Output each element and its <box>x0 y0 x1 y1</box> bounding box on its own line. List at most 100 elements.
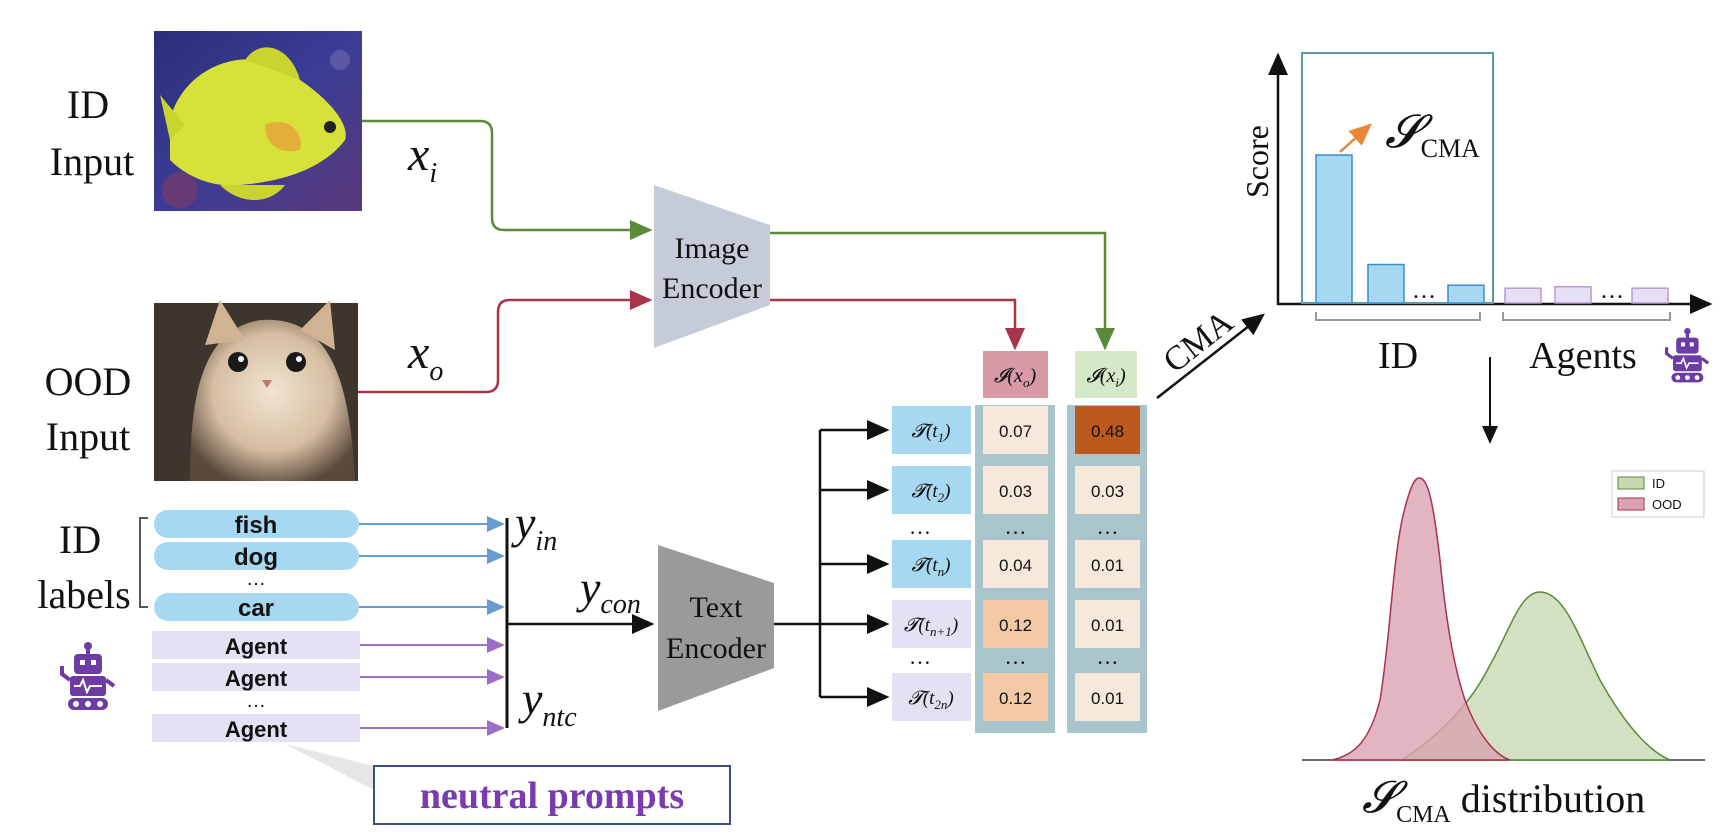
score-chart-ylabel: Score <box>1239 125 1275 198</box>
id-label-pill-car <box>154 593 359 621</box>
svg-text:yntc: yntc <box>518 673 577 733</box>
head-o-base: 𝓘(x <box>994 365 1023 387</box>
text-feature-box-3 <box>892 540 971 588</box>
svg-text:𝓘(xi): 𝓘(xi) <box>1086 365 1126 390</box>
cma-arrow-label: CMA <box>1157 303 1241 380</box>
head-i-sub: i <box>1115 375 1119 390</box>
distribution-plot: ID OOD 𝓢CMA distribution <box>1302 470 1705 828</box>
distribution-legend-id: ID <box>1652 476 1665 491</box>
score-chart-id-bracket <box>1315 312 1481 321</box>
score-value-i-4: 0.01 <box>1091 616 1124 635</box>
score-bar-id-1 <box>1315 154 1353 304</box>
id-label-pill-dog <box>154 542 359 570</box>
head-o-sub: o <box>1023 375 1030 390</box>
image-feature-id-header-box <box>1075 351 1137 398</box>
head-i-base: 𝓘(x <box>1086 365 1115 387</box>
score-bar-id-2 <box>1367 263 1405 304</box>
text-feature-label-6: 𝓣(t2n) <box>908 688 954 712</box>
id-label-fish: fish <box>235 512 278 539</box>
score-cell-o-6 <box>983 673 1048 721</box>
ood-input-label-line1: OOD <box>45 359 132 404</box>
image-encoder-label-line1: Image <box>675 232 750 265</box>
neutral-prompts-label: neutral prompts <box>420 775 684 817</box>
distribution-curve-ood <box>1331 477 1511 761</box>
x-i-sub: i <box>429 158 437 189</box>
scma-annotation-sub: CMA <box>1421 134 1480 163</box>
head-i-tail: ) <box>1118 365 1126 387</box>
text-feature-box-0 <box>892 406 971 454</box>
robot-icon <box>60 642 116 710</box>
agent-prompt-ellipsis: … <box>246 690 266 712</box>
score-ellipsis-i-5: … <box>1097 644 1119 669</box>
ood-input-label-line2: Input <box>46 414 130 459</box>
score-ellipsis-i-2: … <box>1097 514 1119 539</box>
score-value-o-4: 0.12 <box>999 616 1032 635</box>
ood-input-image-cat <box>154 300 358 481</box>
distribution-legend-ood: OOD <box>1652 497 1682 512</box>
scma-annotation-arrow <box>1339 123 1372 153</box>
score-value-o-0: 0.07 <box>999 422 1032 441</box>
svg-text:𝓢CMA: 𝓢CMA <box>1385 106 1480 163</box>
x-o-sub: o <box>429 356 443 387</box>
arrow-image-encoder-to-io <box>770 298 1025 351</box>
score-ellipsis-o-2: … <box>1005 514 1027 539</box>
y-con-sub: con <box>600 589 640 620</box>
score-chart-id-ellipsis: … <box>1412 278 1436 304</box>
score-ellipsis-o-5: … <box>1005 644 1027 669</box>
y-in-base: y <box>511 497 536 548</box>
score-value-o-3: 0.04 <box>999 556 1032 575</box>
id-label-car: car <box>238 595 274 622</box>
score-value-i-3: 0.01 <box>1091 556 1124 575</box>
svg-text:yin: yin <box>511 497 557 557</box>
id-input-label-line2: Input <box>50 139 134 184</box>
y-con-base: y <box>576 562 601 613</box>
id-labels-label-line1: ID <box>59 517 101 562</box>
y-ntc-base: y <box>518 673 543 724</box>
score-value-i-1: 0.03 <box>1091 482 1124 501</box>
agent-prompt-row-1 <box>152 631 360 659</box>
score-cell-o-4 <box>983 600 1048 648</box>
image-feature-ood-header-box <box>983 351 1048 398</box>
score-cell-i-3 <box>1075 540 1140 588</box>
score-chart-group-agents: Agents <box>1529 335 1637 377</box>
distribution-legend-swatch-id <box>1617 476 1645 490</box>
text-feature-label-0: 𝓣(t1) <box>912 421 951 445</box>
neutral-prompts-callout-pointer <box>285 744 374 790</box>
agent-prompt-row-2 <box>152 663 360 691</box>
arrow-xi-to-image-encoder <box>362 119 653 240</box>
text-feature-label-1: 𝓣(t2) <box>912 481 951 505</box>
text-feature-box-4 <box>892 600 971 648</box>
id-label-pill-fish <box>154 510 359 538</box>
text-encoder-label-line1: Text <box>690 591 744 624</box>
distribution-title-sub: CMA <box>1396 802 1451 828</box>
text-feature-arrows <box>820 420 890 707</box>
id-labels-brace <box>139 517 148 608</box>
score-cell-o-0 <box>983 406 1048 454</box>
text-feature-ellipsis-5: … <box>909 644 931 669</box>
agent-prompt-2: Agent <box>225 666 288 691</box>
score-chart-agent-ellipsis: … <box>1600 278 1624 304</box>
text-feature-box-6 <box>892 673 971 721</box>
score-bar-id-3 <box>1447 284 1485 304</box>
y-ntc-sub: ntc <box>542 702 577 733</box>
score-value-i-6: 0.01 <box>1091 689 1124 708</box>
arrow-xo-to-image-encoder <box>358 290 653 394</box>
y-in-sub: in <box>535 526 557 557</box>
neutral-prompts-box <box>373 765 731 825</box>
svg-text:𝓘(xo): 𝓘(xo) <box>994 365 1037 390</box>
score-value-o-1: 0.03 <box>999 482 1032 501</box>
text-encoder-block <box>658 545 774 711</box>
score-bar-agent-2 <box>1554 285 1592 304</box>
score-chart-group-id: ID <box>1378 335 1418 377</box>
score-cell-o-3 <box>983 540 1048 588</box>
cma-arrow <box>1156 313 1265 399</box>
head-o-tail: ) <box>1028 365 1036 387</box>
image-encoder-block <box>654 185 770 348</box>
score-bar-agent-3 <box>1631 287 1669 304</box>
score-bar-agent-1 <box>1504 287 1542 304</box>
agent-prompt-3: Agent <box>225 717 288 742</box>
text-feature-ellipsis-2: … <box>909 514 931 539</box>
id-input-image-fish <box>154 31 362 211</box>
